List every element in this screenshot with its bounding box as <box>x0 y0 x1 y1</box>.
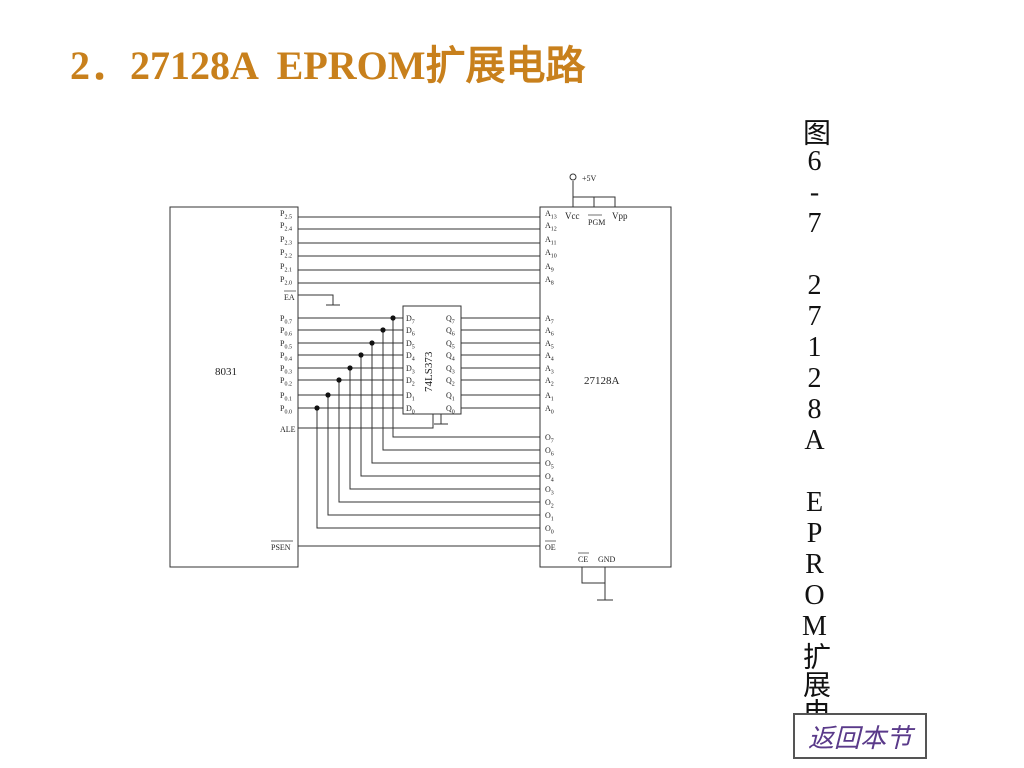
pin-label-d: D7 <box>406 314 415 326</box>
pin-label-o: O3 <box>545 485 554 497</box>
chip-27128a-label: 27128A <box>584 375 620 387</box>
pgm-pin-label: PGM <box>588 218 605 227</box>
pin-label-p0: P0.3 <box>280 364 292 376</box>
pin-label-p2: P2.3 <box>280 235 292 247</box>
pin-label-d: D2 <box>406 376 415 388</box>
gnd-pin-label: GND <box>598 555 616 564</box>
chip-8031-label: 8031 <box>215 366 237 378</box>
pin-label-a-high: A9 <box>545 262 554 274</box>
pin-label-p2: P2.2 <box>280 248 292 260</box>
pin-label-p2: P2.4 <box>280 221 292 233</box>
pin-label-p0: P0.7 <box>280 314 292 326</box>
figure-caption: 图6-7 27128A EPROM扩展电路 <box>799 118 830 754</box>
pin-label-p0: P0.0 <box>280 404 292 416</box>
ce-pin-label: CE <box>578 555 588 564</box>
pin-label-a-low: A7 <box>545 314 554 326</box>
pin-label-a-low: A3 <box>545 364 554 376</box>
slide-title: 2．27128A EPROM扩展电路 <box>70 43 586 88</box>
pin-label-q: Q1 <box>446 391 455 403</box>
pin-label-a-high: A11 <box>545 235 557 247</box>
psen-pin-label: PSEN <box>271 543 291 552</box>
pin-label-a-low: A1 <box>545 391 554 403</box>
back-to-section-button[interactable]: 返回本节 <box>793 713 927 759</box>
pin-label-a-high: A12 <box>545 221 557 233</box>
vcc-pin-label: Vcc <box>565 211 580 221</box>
pin-label-p0: P0.1 <box>280 391 292 403</box>
pin-label-d: D5 <box>406 339 415 351</box>
pin-label-p2: P2.5 <box>280 209 292 221</box>
pin-label-a-low: A5 <box>545 339 554 351</box>
ea-pin-label: EA <box>284 293 295 302</box>
pin-label-q: Q2 <box>446 376 455 388</box>
pin-label-p0: P0.2 <box>280 376 292 388</box>
pin-label-q: Q5 <box>446 339 455 351</box>
pin-label-a-low: A0 <box>545 404 554 416</box>
pin-label-a-high: A8 <box>545 275 554 287</box>
pin-label-d: D3 <box>406 364 415 376</box>
pin-label-a-low: A4 <box>545 351 554 363</box>
pin-label-p2: P2.1 <box>280 262 292 274</box>
pin-label-q: Q4 <box>446 351 455 363</box>
pin-label-o: O6 <box>545 446 554 458</box>
vcc-supply-label: +5V <box>582 174 597 183</box>
pin-label-o: O1 <box>545 511 554 523</box>
vpp-pin-label: Vpp <box>612 211 628 221</box>
pin-label-p0: P0.6 <box>280 326 292 338</box>
pin-label-o: O0 <box>545 524 554 536</box>
pin-label-p2: P2.0 <box>280 275 292 287</box>
pin-label-o: O5 <box>545 459 554 471</box>
chip-74ls373-label: 74LS373 <box>423 351 435 392</box>
oe-pin-label: OE <box>545 543 556 552</box>
ale-pin-label: ALE <box>280 425 296 434</box>
pin-label-o: O2 <box>545 498 554 510</box>
pin-label-d: D1 <box>406 391 415 403</box>
chip-27128a-outline <box>539 206 672 568</box>
pin-label-a-high: A13 <box>545 209 557 221</box>
pin-label-a-high: A10 <box>545 248 557 260</box>
pin-label-d: D6 <box>406 326 415 338</box>
pin-label-p0: P0.5 <box>280 339 292 351</box>
pin-label-d: D0 <box>406 404 415 416</box>
chip-74ls373-outline <box>402 305 462 415</box>
pin-label-o: O4 <box>545 472 554 484</box>
pin-label-a-low: A6 <box>545 326 554 338</box>
pin-label-q: Q7 <box>446 314 455 326</box>
pin-label-q: Q0 <box>446 404 455 416</box>
pin-label-p0: P0.4 <box>280 351 292 363</box>
pin-label-q: Q6 <box>446 326 455 338</box>
pin-label-q: Q3 <box>446 364 455 376</box>
pin-label-a-low: A2 <box>545 376 554 388</box>
chip-8031-outline <box>169 206 299 568</box>
pin-label-d: D4 <box>406 351 415 363</box>
pin-label-o: O7 <box>545 433 554 445</box>
